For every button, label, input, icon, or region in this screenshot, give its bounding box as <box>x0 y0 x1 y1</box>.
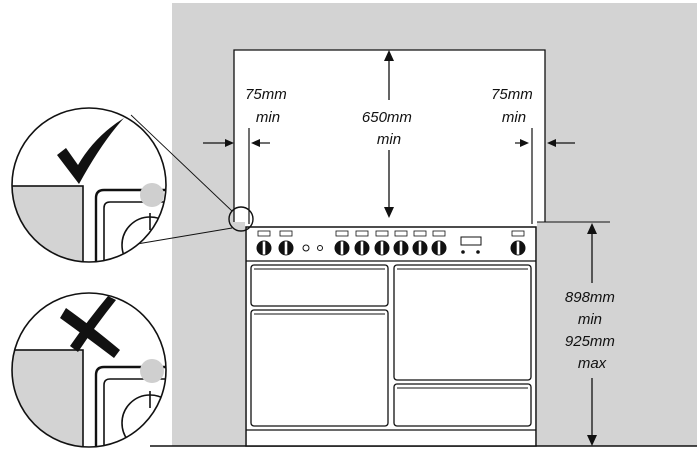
main-oven-door <box>250 309 389 427</box>
top-oven-door <box>250 264 389 307</box>
height-label: 898mm min 925mm max <box>565 289 619 372</box>
right-clearance-marker <box>515 128 575 224</box>
left-clearance-marker <box>203 128 270 224</box>
control-knob <box>256 230 272 256</box>
control-knobs <box>256 230 526 256</box>
callout-leader-line <box>130 227 233 246</box>
ignition-button <box>317 245 323 251</box>
top-clearance-marker <box>384 50 394 218</box>
cooker-corner-section <box>94 365 166 447</box>
control-knob <box>393 230 409 256</box>
control-knob <box>374 230 390 256</box>
control-knob <box>278 230 294 256</box>
control-knob <box>354 230 370 256</box>
cross-mark-icon <box>60 296 120 358</box>
range-cooker <box>245 226 537 447</box>
callout-leader-line <box>130 114 233 212</box>
height-marker <box>587 223 597 446</box>
clock-button <box>476 250 480 254</box>
knob-section <box>140 359 164 383</box>
control-knob <box>510 230 526 256</box>
height-label-background <box>556 285 628 377</box>
cooker-corner-section <box>94 188 166 262</box>
clock-display <box>460 236 482 246</box>
clock-button <box>461 250 465 254</box>
right-clearance-label: 75mm min <box>491 86 537 126</box>
control-knob <box>302 244 310 252</box>
detail-marker-circle <box>228 206 254 232</box>
check-mark-icon <box>57 118 124 184</box>
worktop-section <box>12 185 84 262</box>
control-knob <box>334 230 350 256</box>
knob-section <box>140 183 164 207</box>
top-clearance-label: 650mm min <box>362 109 416 148</box>
control-knob <box>431 230 447 256</box>
correct-installation-callout <box>11 107 167 263</box>
right-oven-door <box>393 264 532 381</box>
left-clearance-label: 75mm min <box>245 86 291 126</box>
control-knob <box>412 230 428 256</box>
incorrect-installation-callout <box>11 292 167 448</box>
storage-drawer <box>393 383 532 427</box>
